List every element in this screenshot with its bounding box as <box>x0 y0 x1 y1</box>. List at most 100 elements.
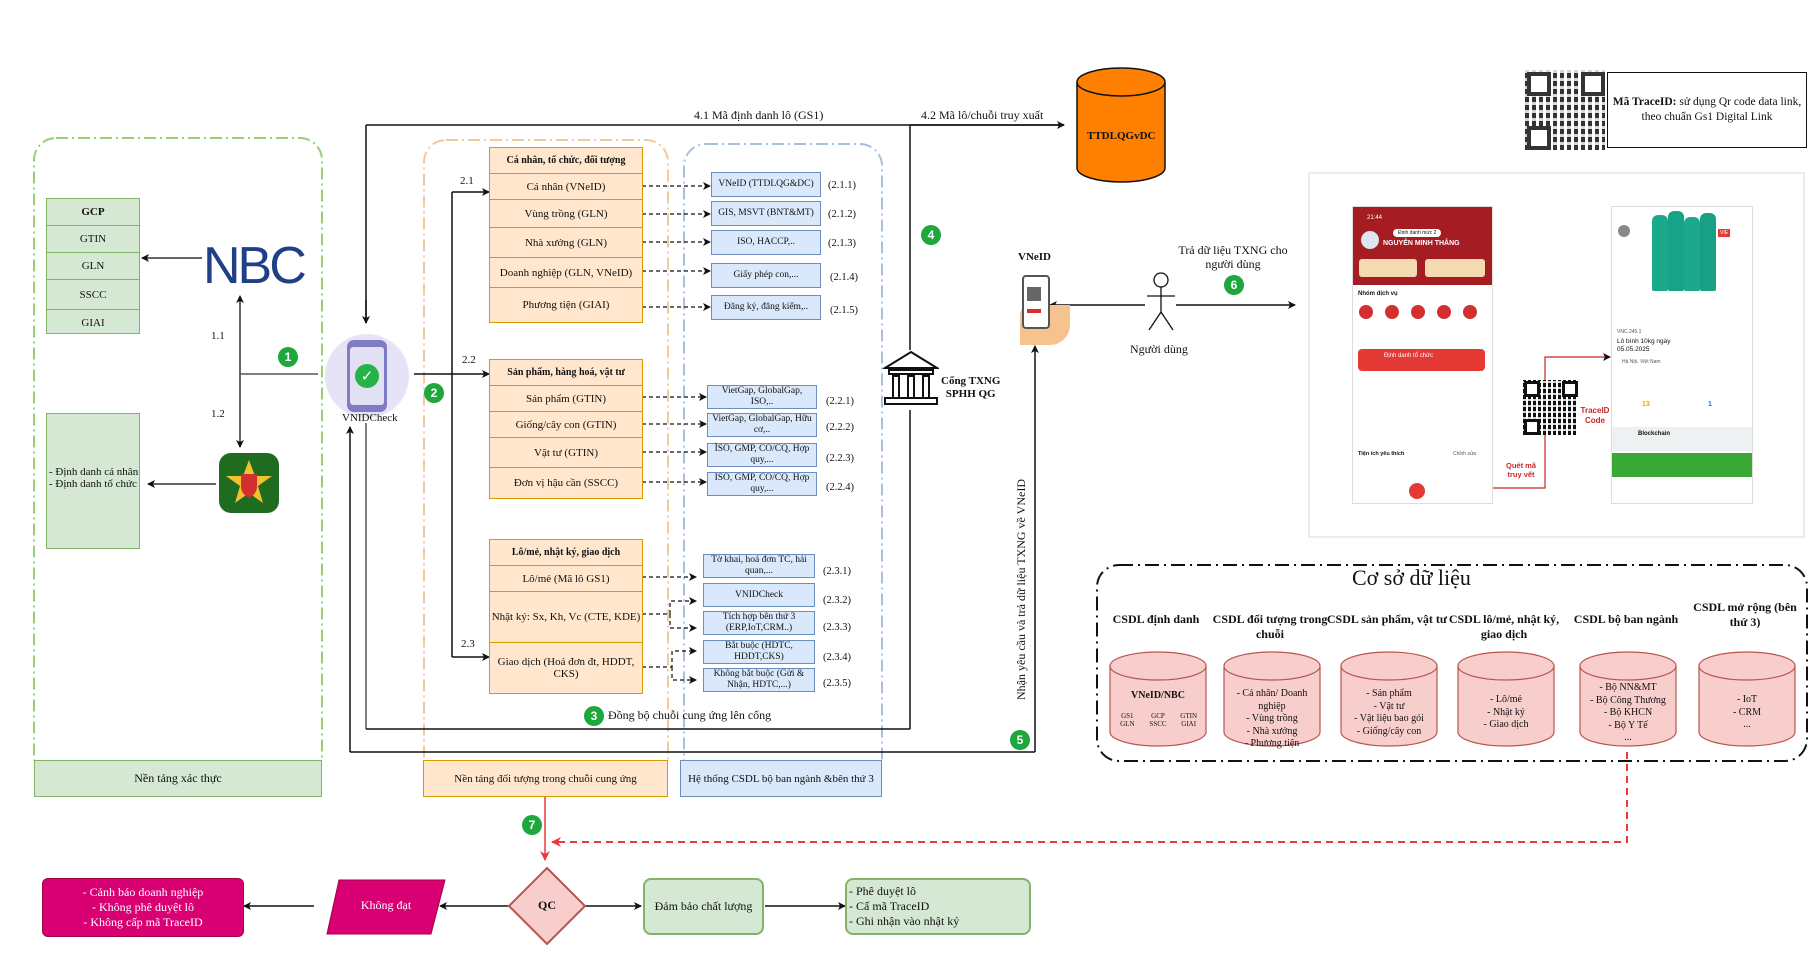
ttdlqg-label: TTDLQGvDC <box>1087 130 1156 142</box>
target-2-2-1: VietGap, GlobalGap, ISO,.. <box>707 385 817 409</box>
blockchain-label: Blockchain <box>1638 431 1671 437</box>
code-2-3-5: (2.3.5) <box>823 678 851 689</box>
scan-button <box>1409 483 1425 499</box>
label-4-1: 4.1 Mã định danh lô (GS1) <box>694 108 824 122</box>
step-badge-4: 4 <box>921 225 941 245</box>
step-1-1-label: 1.1 <box>211 330 225 342</box>
edit-link: Chỉnh sửa <box>1453 451 1477 457</box>
step-badge-7: 7 <box>522 815 542 835</box>
supply-chain-container <box>423 139 669 781</box>
scan-trace-label: Quét mã truy vết <box>1505 461 1536 479</box>
qc-decision-diamond[interactable] <box>507 866 587 946</box>
gs1-code-gtin: GTIN <box>47 226 139 253</box>
database-code: GS1 <box>1121 712 1134 720</box>
ministry-db-footer: Hệ thống CSDL bộ ban ngành &bên thứ 3 <box>680 760 882 797</box>
database-title: CSDL mở rộng (bên thứ 3) <box>1693 600 1797 629</box>
code-2-2-4: (2.2.4) <box>826 482 854 493</box>
auth-platform-footer: Nền tảng xác thực <box>34 760 322 797</box>
phone-scan-icon[interactable] <box>1008 275 1070 345</box>
step-2-2-label: 2.2 <box>462 354 476 366</box>
database-cylinder[interactable] <box>1697 650 1797 750</box>
quality-assured-box: Đảm bảo chất lượng <box>643 878 764 935</box>
sync-label: Đồng bộ chuỗi cung ứng lên cổng <box>608 708 772 722</box>
back-icon <box>1618 225 1630 237</box>
target-2-3-5: Không bắt buộc (Gửi & Nhận, HDTC,...) <box>703 668 815 692</box>
group2-row[interactable]: Đơn vị hậu cần (SSCC) <box>513 477 619 489</box>
step-badge-5: 5 <box>1010 730 1030 750</box>
database-cylinder[interactable] <box>1108 650 1208 750</box>
group3-row[interactable]: Giao dịch (Hoá đơn đt, HDDT, CKS) <box>497 656 635 680</box>
group3-row[interactable]: Lô/mẻ (Mã lô GS1) <box>490 566 642 592</box>
target-2-3-4: Bắt buộc (HDTC, HDDT,CKS) <box>703 640 815 664</box>
checkmark-icon: ✓ <box>355 364 379 388</box>
group3-table: Lô/mẻ, nhật ký, giao dịch Lô/mẻ (Mã lô G… <box>489 539 643 694</box>
group3-row[interactable]: Nhật ký: Sx, Kh, Vc (CTE, KDE) <box>490 592 642 643</box>
nbc-logo: NBC <box>203 237 307 295</box>
code-2-1-1: (2.1.1) <box>828 180 856 191</box>
phone-icon: ✓ <box>347 340 387 412</box>
database-cylinder[interactable] <box>1339 650 1439 750</box>
return-data-label: Trả dữ liệu TXNG cho người dùng <box>1178 243 1288 272</box>
favorites-title: Tiện ích yêu thích <box>1358 451 1405 457</box>
group2-row[interactable]: Giống/cây con (GTIN) <box>490 412 642 438</box>
group2-row[interactable]: Sản phẩm (GTIN) <box>490 386 642 412</box>
step-badge-2: 2 <box>424 383 444 403</box>
traceid-desc: sử dụng Qr code data link, theo chuẩn Gs… <box>1641 96 1802 123</box>
group1-row[interactable]: Cá nhân (VNeID) <box>490 174 642 200</box>
group1-row[interactable]: Phương tiện (GIAI) <box>522 299 610 311</box>
step-badge-6: 6 <box>1224 275 1244 295</box>
database-title: CSDL định danh <box>1112 612 1200 626</box>
government-building-icon[interactable] <box>883 350 939 406</box>
database-cylinder[interactable] <box>1578 650 1678 750</box>
database-cylinder[interactable] <box>1456 650 1556 750</box>
code-2-2-3: (2.2.3) <box>826 453 854 464</box>
step-badge-3: 3 <box>584 706 604 726</box>
target-2-3-3: Tích hợp bên thứ 3 (ERP,IoT,CRM..) <box>703 611 815 635</box>
phone-time: 21:44 <box>1367 215 1383 221</box>
target-2-1-4: Giấy phép con,... <box>711 263 821 288</box>
identity-item: - Định danh cá nhân <box>49 466 139 478</box>
identity-item: - Định danh tổ chức <box>49 478 137 490</box>
user-count: 1 <box>1708 401 1712 408</box>
group1-row[interactable]: Doanh nghiệp (GLN, VNeID) <box>490 258 642 288</box>
database-code: GLN <box>1120 720 1135 728</box>
database-code: GIAI <box>1181 720 1197 728</box>
product-location: Hà Nội, Việt Nam <box>1622 359 1661 365</box>
identity-box: - Định danh cá nhân - Định danh tổ chức <box>46 413 140 549</box>
auth-platform-container <box>33 137 323 779</box>
identity-level-badge: Định danh mức 2 <box>1393 229 1442 237</box>
gs1-code-sscc: SSCC <box>47 280 139 310</box>
database-title: CSDL sản phẩm, vật tư <box>1326 612 1448 626</box>
traceid-qr-code <box>1525 70 1605 150</box>
code-2-3-2: (2.3.2) <box>823 595 851 606</box>
database-container <box>1096 564 1808 762</box>
fail-label: Không đạt <box>360 898 412 912</box>
label-4-2: 4.2 Mã lô/chuỗi truy xuất <box>921 108 1044 122</box>
gs1-code-table: GCP GTIN GLN SSCC GIAI <box>46 198 140 334</box>
language-selector: VIE <box>1718 229 1731 237</box>
pass-actions-box: - Phê duyệt lô - Cấ mã TraceID - Ghi nhậ… <box>845 878 1031 935</box>
database-cylinder[interactable] <box>1222 650 1322 750</box>
group1-row[interactable]: Vùng trồng (GLN) <box>490 200 642 228</box>
database-body: - IoT - CRM ... <box>1732 694 1762 730</box>
group2-header: Sản phẩm, hàng hoá, vật tư <box>490 360 642 386</box>
database-body: - Cá nhân/ Doanh nghiệp - Vùng trồng - N… <box>1236 688 1308 749</box>
step-1-2-label: 1.2 <box>211 408 225 420</box>
database-title: CSDL bộ ban ngành <box>1573 612 1679 626</box>
database-title: CSDL lô/mẻ, nhật ký, giao dịch <box>1448 612 1560 641</box>
scan-count: 13 <box>1642 401 1650 408</box>
product-code: VNC.245.1 <box>1617 329 1642 335</box>
group2-row[interactable]: Vật tư (GTIN) <box>490 438 642 468</box>
gs1-code-gln: GLN <box>47 253 139 280</box>
target-2-1-1: VNeID (TTDLQG&DC) <box>711 172 821 197</box>
target-2-2-2: VietGap, GlobalGap, Hữu cơ,.. <box>707 413 817 437</box>
services-title: Nhóm dịch vụ <box>1358 291 1398 297</box>
code-2-1-3: (2.1.3) <box>828 238 856 249</box>
database-body: - Lô/mẻ - Nhật ký - Giao dịch <box>1483 694 1529 730</box>
database-code: GTIN <box>1180 712 1198 720</box>
group1-row[interactable]: Nhà xưởng (GLN) <box>490 228 642 258</box>
vnidcheck-circle[interactable]: ✓ <box>325 334 409 418</box>
fail-parallelogram[interactable] <box>325 878 447 936</box>
vneid-app-icon[interactable] <box>219 453 279 513</box>
